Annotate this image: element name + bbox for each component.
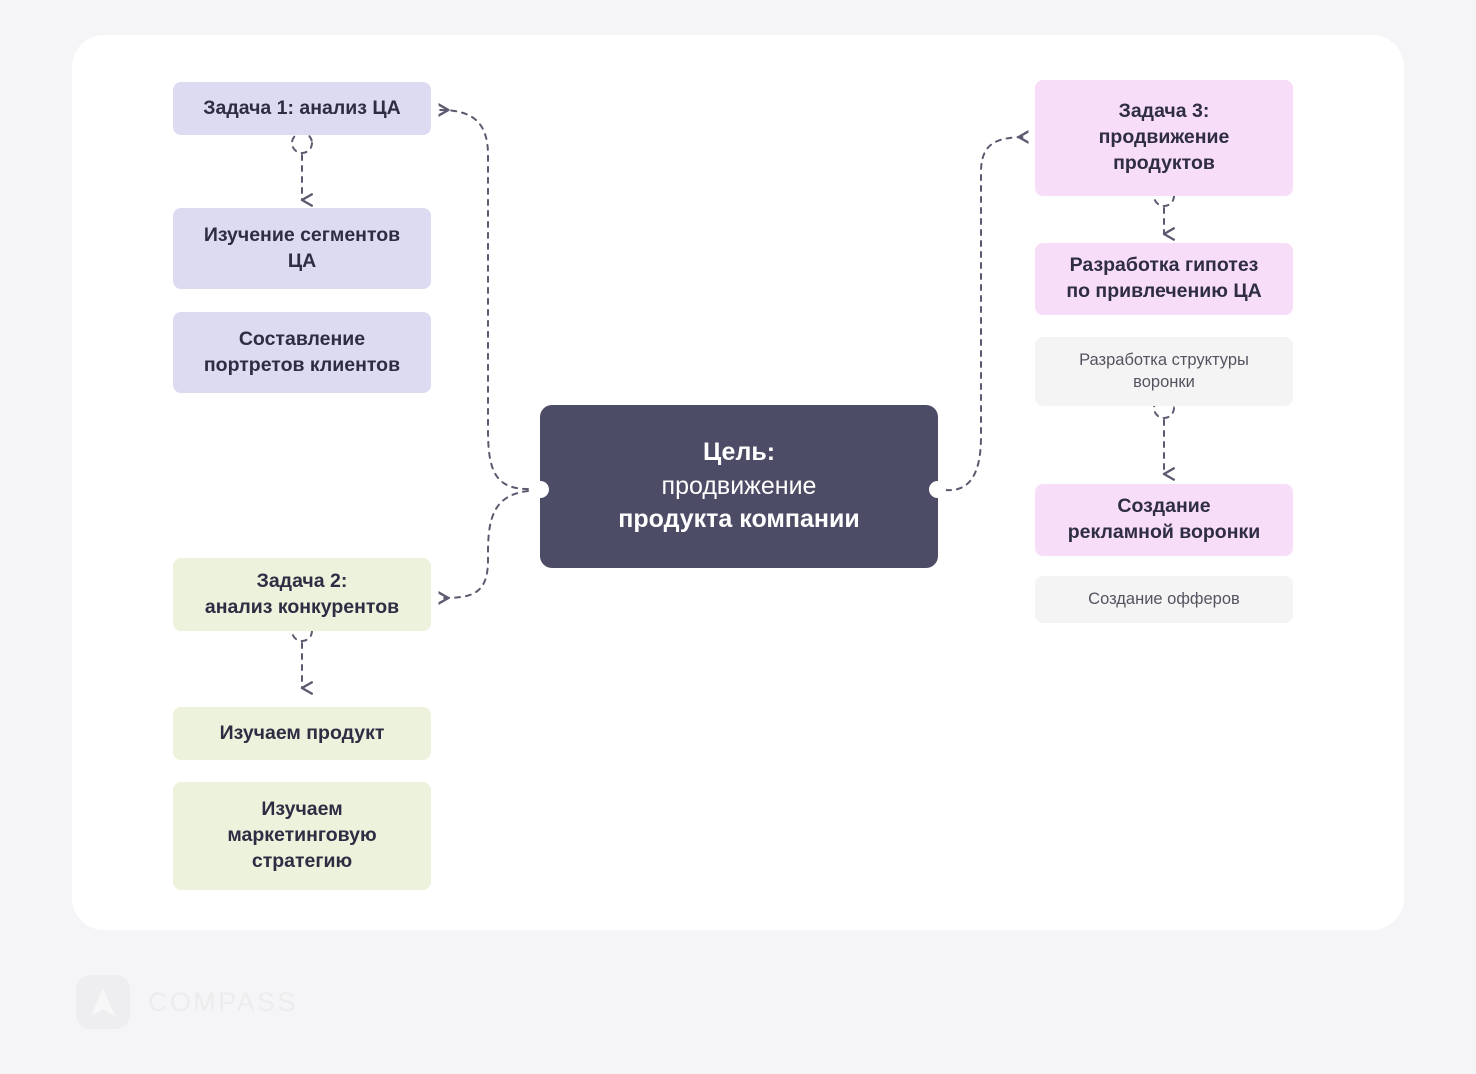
node-ad-funnel[interactable]: Создание рекламной воронки bbox=[1035, 484, 1293, 556]
node-funnel-structure[interactable]: Разработка структуры воронки bbox=[1035, 337, 1293, 406]
compass-needle-icon bbox=[76, 975, 130, 1029]
goal-line-3: продукта компании bbox=[618, 505, 860, 534]
node-client-portraits[interactable]: Составление портретов клиентов bbox=[173, 312, 431, 393]
watermark: COMPASS bbox=[76, 975, 298, 1029]
node-label: Составление портретов клиентов bbox=[203, 327, 401, 376]
node-label: Разработка гипотез по привлечению ЦА bbox=[1066, 254, 1262, 302]
node-label: Изучаем маркетинговую стратегию bbox=[227, 798, 377, 872]
goal-port-left[interactable] bbox=[532, 481, 549, 498]
node-label: Разработка структуры воронки bbox=[1079, 350, 1249, 391]
node-label: Создание рекламной воронки bbox=[1067, 495, 1261, 543]
node-task-1[interactable]: Задача 1: анализ ЦА bbox=[173, 82, 431, 135]
node-task-2[interactable]: Задача 2: анализ конкурентов bbox=[173, 558, 431, 631]
goal-port-right[interactable] bbox=[929, 481, 946, 498]
goal-line-1: Цель: bbox=[702, 438, 776, 467]
node-label: Задача 1: анализ ЦА bbox=[203, 96, 401, 119]
node-label: Изучение сегментов ЦА bbox=[203, 223, 401, 272]
node-offers[interactable]: Создание офферов bbox=[1035, 576, 1293, 623]
node-study-marketing[interactable]: Изучаем маркетинговую стратегию bbox=[173, 782, 431, 890]
node-task-3[interactable]: Задача 3: продвижение продуктов bbox=[1035, 80, 1293, 196]
node-study-segments[interactable]: Изучение сегментов ЦА bbox=[173, 208, 431, 289]
node-label: Изучаем продукт bbox=[219, 721, 385, 744]
node-label: Задача 2: анализ конкурентов bbox=[204, 569, 400, 618]
node-hypotheses[interactable]: Разработка гипотез по привлечению ЦА bbox=[1035, 243, 1293, 315]
watermark-brand: COMPASS bbox=[148, 986, 298, 1017]
node-label: Задача 3: продвижение продуктов bbox=[1098, 100, 1230, 174]
goal-node[interactable]: Цель: продвижение продукта компании bbox=[540, 405, 938, 568]
goal-line-2: продвижение bbox=[661, 471, 817, 500]
node-study-product[interactable]: Изучаем продукт bbox=[173, 707, 431, 760]
node-label: Создание офферов bbox=[1088, 589, 1240, 608]
